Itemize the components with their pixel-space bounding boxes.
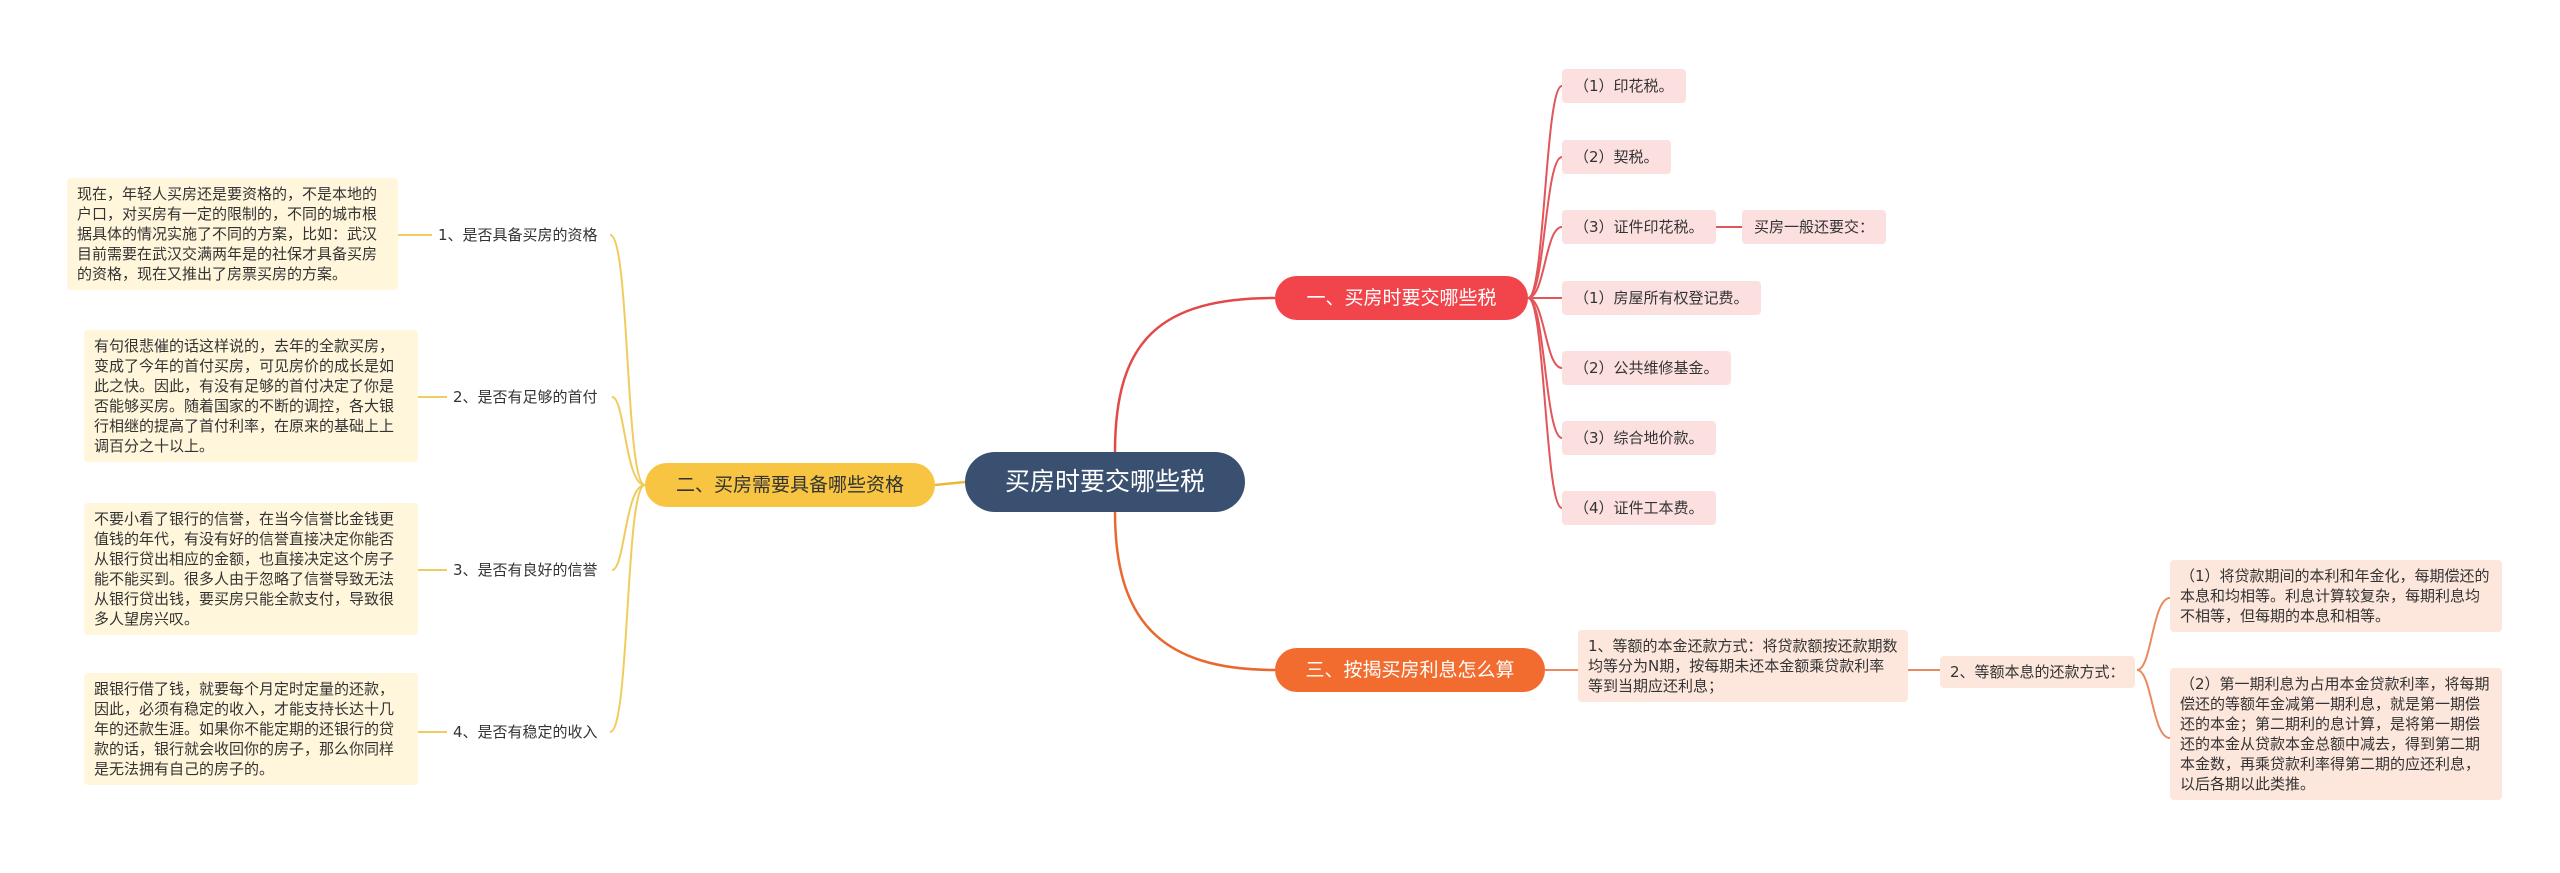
link-root-b3 [1113,511,1276,672]
fee-item-certificate-cost[interactable]: （4）证件工本费。 [1562,491,1716,525]
qualification-detail-1[interactable]: 现在，年轻人买房还是要资格的，不是本地的户口，对买房有一定的限制的，不同的城市根… [67,178,398,290]
qualification-item-1[interactable]: 1、是否具备买房的资格 [438,226,598,244]
link-root-b2 [934,480,966,487]
tax-item-certificate-stamp[interactable]: （3）证件印花税。 [1562,210,1716,244]
qualification-detail-4[interactable]: 跟银行借了钱，就要每个月定时定量的还款，因此，必须有稳定的收入，才能支持长达十几… [84,673,418,785]
qualification-item-2[interactable]: 2、是否有足够的首付 [453,388,598,406]
tax-sub-note[interactable]: 买房一般还要交： [1742,210,1887,244]
qualification-item-3[interactable]: 3、是否有良好的信誉 [453,561,598,579]
link-root-b1 [1113,296,1276,453]
qualification-detail-2[interactable]: 有句很悲催的话这样说的，去年的全款买房，变成了今年的首付买房，可见房价的成长是如… [84,330,418,462]
installment-detail-2[interactable]: （2）第一期利息为占用本金贷款利率，将每期偿还的等额年金减第一期利息，就是第一期… [2170,668,2502,800]
branch-taxes[interactable]: 一、买房时要交哪些税 [1275,276,1528,320]
tax-item-stamp-duty[interactable]: （1）印花税。 [1562,69,1686,103]
links-b3-children [1545,597,2171,739]
branch-qualifications[interactable]: 二、买房需要具备哪些资格 [645,463,935,507]
method-equal-installment[interactable]: 2、等额本息的还款方式： [1940,656,2135,688]
qualification-detail-3[interactable]: 不要小看了银行的信誉，在当今信誉比金钱更值钱的年代，有没有好的信誉直接决定你能否… [84,503,418,635]
method-equal-principal[interactable]: 1、等额的本金还款方式：将贷款额按还款期数均等分为N期，按每期未还本金额乘贷款利… [1578,630,1908,702]
qualification-item-4[interactable]: 4、是否有稳定的收入 [453,723,598,741]
fee-item-maintenance-fund[interactable]: （2）公共维修基金。 [1562,351,1731,385]
root-topic[interactable]: 买房时要交哪些税 [965,452,1245,512]
fee-item-land-price[interactable]: （3）综合地价款。 [1562,421,1716,455]
links-b2-children [398,234,646,733]
tax-item-deed-tax[interactable]: （2）契税。 [1562,140,1671,174]
installment-detail-1[interactable]: （1）将贷款期间的本利和年金化，每期偿还的本息和均相等。利息计算较复杂，每期利息… [2170,560,2502,632]
branch-mortgage-interest[interactable]: 三、按揭买房利息怎么算 [1275,648,1545,692]
fee-item-registration[interactable]: （1）房屋所有权登记费。 [1562,281,1761,315]
